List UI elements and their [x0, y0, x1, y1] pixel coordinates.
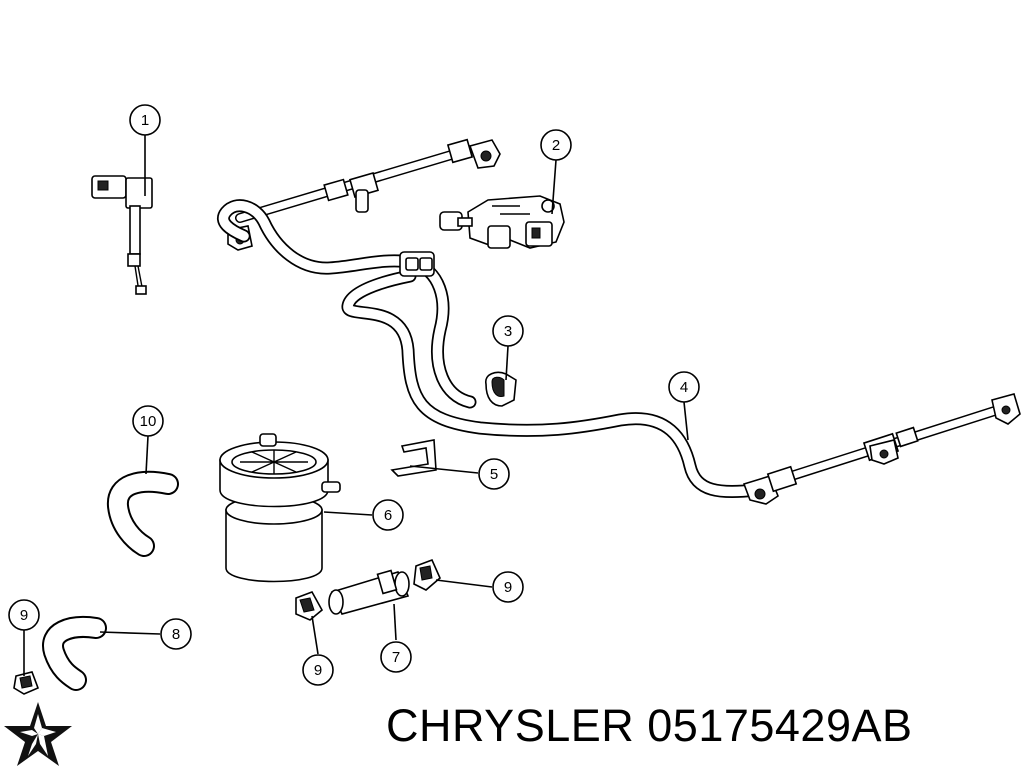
callout-2: 2	[540, 129, 572, 161]
callout-9-right: 9	[492, 571, 524, 603]
part-1-sensor	[91, 175, 153, 295]
callout-10: 10	[132, 405, 164, 437]
brand-name: CHRYSLER	[386, 700, 635, 751]
part-caption: CHRYSLER 05175429AB	[386, 700, 1016, 752]
svg-text:7: 7	[392, 649, 400, 666]
callout-6: 6	[372, 499, 404, 531]
svg-text:9: 9	[20, 607, 28, 624]
leader-lines	[23, 134, 689, 676]
part-5-bracket	[390, 439, 437, 477]
lower-fuel-rail	[742, 393, 1021, 505]
part-8-elbow-hose	[42, 616, 107, 691]
part-number: 05175429AB	[647, 700, 913, 751]
part-3-clip	[485, 371, 517, 407]
callout-9-left: 9	[8, 599, 40, 631]
part-9-clamp-right	[413, 558, 441, 591]
callout-9-middle: 9	[302, 654, 334, 686]
callout-1: 1	[129, 104, 161, 136]
part-7-tube	[328, 569, 410, 615]
svg-text:5: 5	[490, 466, 498, 483]
svg-text:3: 3	[504, 323, 512, 340]
upper-fuel-rail	[227, 138, 501, 251]
svg-text:2: 2	[552, 137, 560, 154]
callout-4: 4	[668, 371, 700, 403]
svg-text:10: 10	[140, 413, 157, 430]
callout-3: 3	[492, 315, 524, 347]
svg-text:9: 9	[504, 579, 512, 596]
svg-text:8: 8	[172, 626, 180, 643]
part-9-clamp-left	[13, 671, 40, 695]
callout-8: 8	[160, 618, 192, 650]
svg-text:4: 4	[680, 379, 688, 396]
part-2-regulator	[439, 195, 565, 249]
callout-7: 7	[380, 641, 412, 673]
part-9-clamp-middle	[295, 591, 324, 621]
part-10-elbow-hose	[107, 470, 179, 557]
part-6-fuel-filter	[219, 433, 341, 583]
svg-text:1: 1	[141, 112, 149, 129]
svg-text:9: 9	[314, 662, 322, 679]
svg-text:6: 6	[384, 507, 392, 524]
part-4-fuel-line	[217, 199, 763, 499]
pentastar-icon	[4, 702, 72, 766]
callout-5: 5	[478, 458, 510, 490]
